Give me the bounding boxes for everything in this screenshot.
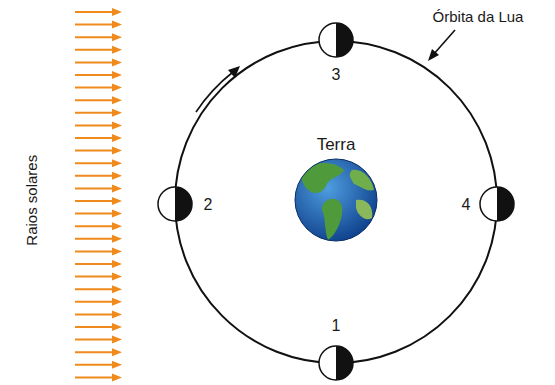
sun-ray	[75, 200, 114, 202]
sun-ray-head	[112, 235, 122, 243]
sun-ray	[75, 49, 114, 51]
sun-ray	[75, 175, 114, 177]
callout-number: 4	[462, 196, 471, 214]
sun-ray-head	[112, 33, 122, 41]
moon	[158, 187, 192, 221]
sun-ray	[75, 187, 114, 189]
sun-ray	[75, 99, 114, 101]
sun-ray	[75, 87, 114, 89]
sun-ray	[75, 376, 114, 378]
sun-ray-head	[112, 273, 122, 281]
sun-ray	[75, 74, 114, 76]
direction-arrow	[196, 72, 233, 112]
sun-ray	[75, 11, 114, 13]
sun-ray-head	[112, 109, 122, 117]
sun-ray	[75, 313, 114, 315]
sun-ray-head	[112, 310, 122, 318]
sun-ray-head	[112, 172, 122, 180]
sun-ray-head	[112, 323, 122, 331]
sun-ray	[75, 24, 114, 26]
sun-ray-head	[112, 210, 122, 218]
earth-label: Terra	[317, 136, 356, 155]
sun-ray-head	[112, 71, 122, 79]
sun-ray-head	[112, 159, 122, 167]
sun-ray-head	[112, 222, 122, 230]
moon-orbit	[175, 41, 497, 363]
sun-ray	[75, 364, 114, 366]
leader-arrowhead	[428, 49, 439, 61]
rays-label: Raios solares	[24, 155, 41, 246]
moon	[319, 23, 353, 57]
sun-ray	[75, 263, 114, 265]
sun-ray-head	[112, 298, 122, 306]
callout-number: 3	[332, 66, 341, 84]
sun-ray	[75, 288, 114, 290]
sun-ray	[75, 162, 114, 164]
sun-ray-head	[112, 121, 122, 129]
sun-ray	[75, 36, 114, 38]
sun-ray	[75, 238, 114, 240]
sun-ray-head	[112, 96, 122, 104]
sun-ray	[75, 339, 114, 341]
sun-ray	[75, 250, 114, 252]
earth	[295, 159, 377, 241]
leader-line	[433, 30, 455, 55]
callout-number: 2	[204, 196, 213, 214]
sun-ray-head	[112, 21, 122, 29]
sun-ray-head	[112, 336, 122, 344]
sun-ray	[75, 301, 114, 303]
sun-ray-head	[112, 147, 122, 155]
sun-ray-head	[112, 8, 122, 16]
sun-ray-head	[112, 373, 122, 381]
moon	[480, 187, 514, 221]
sun-ray-head	[112, 285, 122, 293]
sun-ray	[75, 137, 114, 139]
sun-rays	[75, 8, 122, 381]
sun-ray	[75, 351, 114, 353]
sun-ray-head	[112, 348, 122, 356]
sun-ray	[75, 326, 114, 328]
sun-ray	[75, 225, 114, 227]
sun-ray	[75, 124, 114, 126]
sun-ray-head	[112, 197, 122, 205]
sun-ray	[75, 150, 114, 152]
sun-ray-head	[112, 134, 122, 142]
sun-ray-head	[112, 247, 122, 255]
sun-ray	[75, 213, 114, 215]
direction-arrowhead	[228, 66, 240, 78]
sun-ray-head	[112, 361, 122, 369]
callout-number: 1	[332, 317, 341, 335]
sun-ray-head	[112, 84, 122, 92]
moon	[319, 346, 353, 380]
sun-ray	[75, 61, 114, 63]
sun-ray-head	[112, 184, 122, 192]
orbit-label: Órbita da Lua	[433, 9, 524, 26]
sun-ray	[75, 112, 114, 114]
sun-ray-head	[112, 58, 122, 66]
sun-ray	[75, 276, 114, 278]
sun-ray-head	[112, 46, 122, 54]
sun-ray-head	[112, 260, 122, 268]
